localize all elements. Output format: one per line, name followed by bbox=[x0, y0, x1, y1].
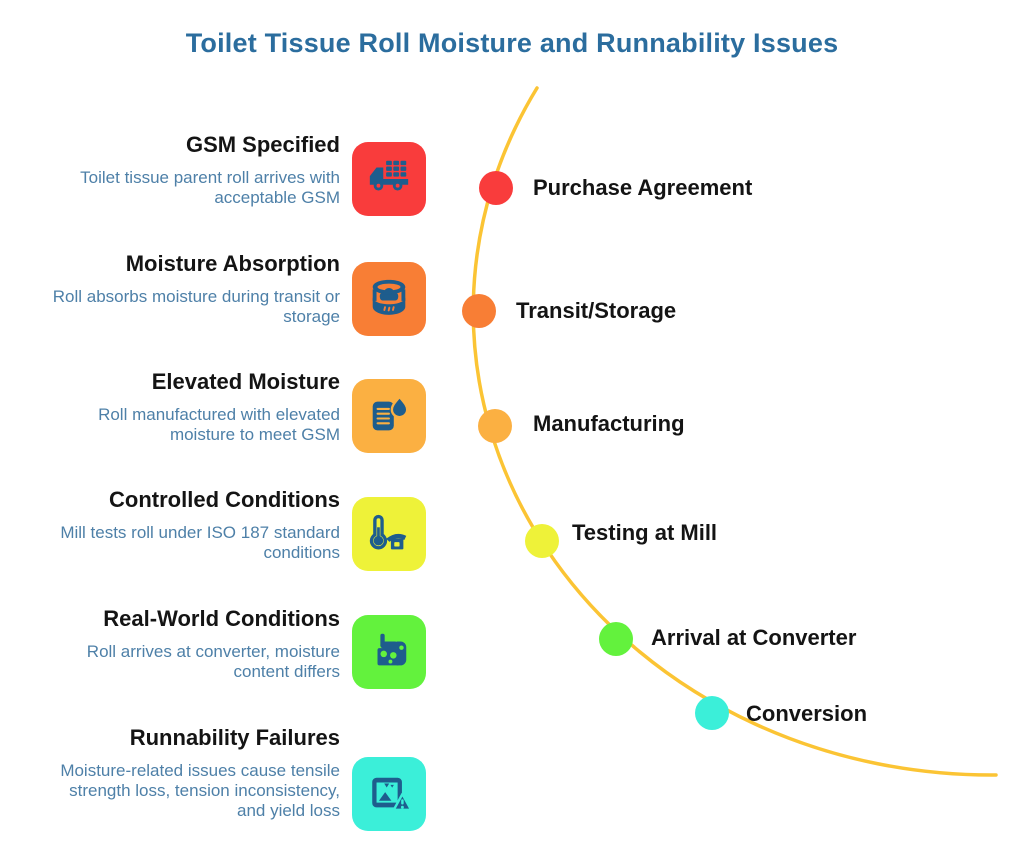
truck-icon bbox=[352, 142, 426, 216]
stage-label-arrival-at-converter: Arrival at Converter bbox=[651, 625, 857, 650]
issue-title: Real-World Conditions bbox=[103, 606, 340, 631]
stage-label-conversion: Conversion bbox=[746, 701, 868, 726]
document-drop-icon bbox=[352, 379, 426, 453]
broken-image-warning-icon bbox=[352, 757, 426, 831]
stage-label-manufacturing: Manufacturing bbox=[533, 411, 685, 436]
timeline-dot-transit-storage bbox=[462, 294, 496, 328]
issue-title: Moisture Absorption bbox=[125, 251, 340, 276]
timeline-dot-conversion bbox=[695, 696, 729, 730]
timeline-dot-manufacturing bbox=[478, 409, 512, 443]
issue-title: Elevated Moisture bbox=[151, 369, 340, 394]
timeline-dot-testing-at-mill bbox=[525, 524, 559, 558]
stage-label-transit-storage: Transit/Storage bbox=[516, 298, 677, 323]
issue-title: Runnability Failures bbox=[129, 725, 340, 750]
issue-description: Toilet tissue parent roll arrives with a… bbox=[80, 168, 340, 207]
moisture-meter-icon bbox=[352, 615, 426, 689]
issue-description: Roll manufactured with elevated moisture… bbox=[98, 405, 340, 444]
stage-label-testing-at-mill: Testing at Mill bbox=[572, 520, 718, 545]
timeline-dot-purchase-agreement bbox=[479, 171, 513, 205]
issue-description: Mill tests roll under ISO 187 standard c… bbox=[60, 523, 340, 562]
stage-label-purchase-agreement: Purchase Agreement bbox=[533, 175, 753, 200]
page-title: Toilet Tissue Roll Moisture and Runnabil… bbox=[185, 28, 839, 58]
issue-title: Controlled Conditions bbox=[109, 487, 340, 512]
issue-title: GSM Specified bbox=[185, 132, 340, 157]
issue-description: Roll absorbs moisture during transit or … bbox=[52, 287, 340, 326]
timeline-dot-arrival-at-converter bbox=[599, 622, 633, 656]
issue-description: Moisture-related issues cause tensile st… bbox=[60, 761, 340, 820]
thermometer-mill-icon bbox=[352, 497, 426, 571]
issue-description: Roll arrives at converter, moisture cont… bbox=[86, 642, 340, 681]
wet-roll-icon bbox=[352, 262, 426, 336]
